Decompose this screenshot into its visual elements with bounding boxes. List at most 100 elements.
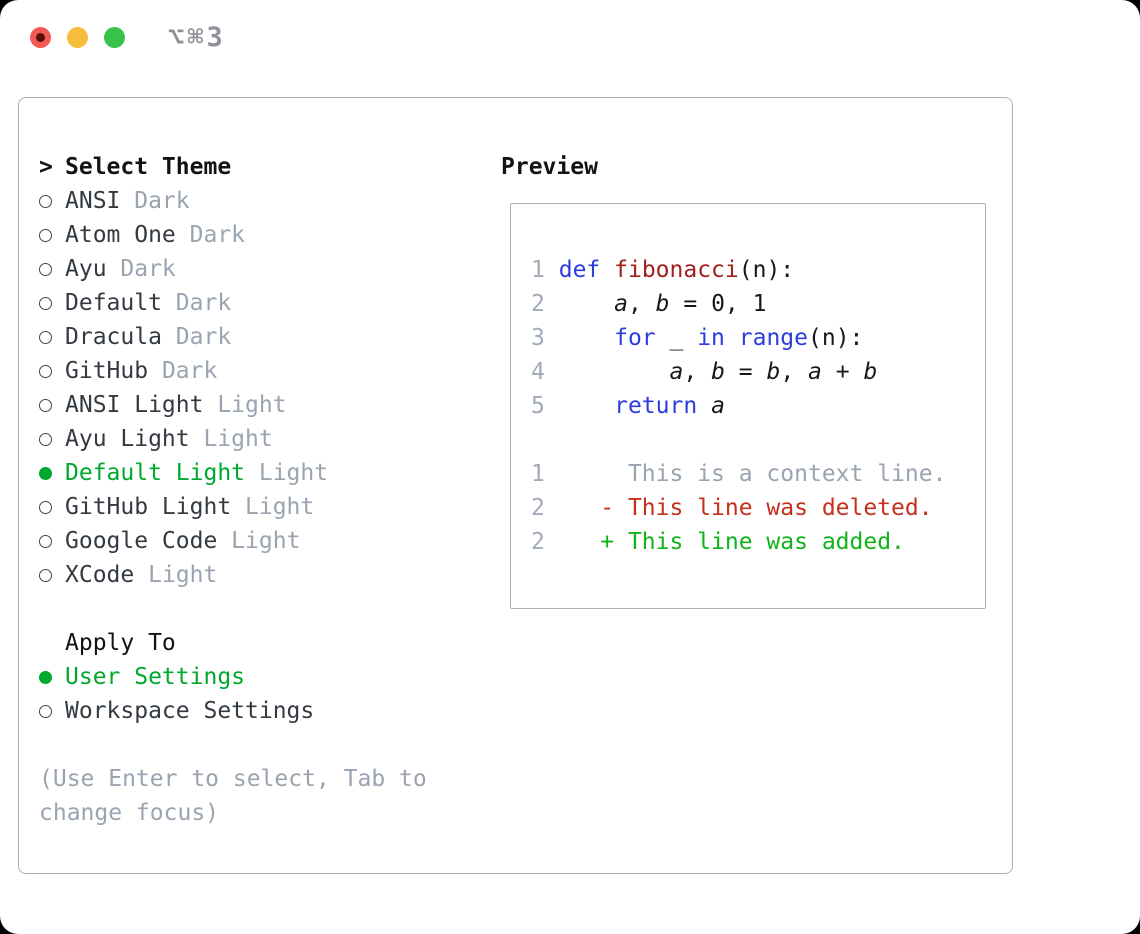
code-token: b bbox=[766, 359, 781, 385]
theme-variant: Light bbox=[245, 460, 329, 486]
diff-line: 2 - This line was deleted. bbox=[531, 491, 946, 525]
radio-icon bbox=[39, 296, 52, 310]
radio-icon bbox=[39, 432, 52, 446]
code-token: a bbox=[614, 291, 628, 317]
theme-name: Default bbox=[65, 290, 162, 316]
theme-variant: Dark bbox=[106, 256, 176, 282]
code-token bbox=[559, 393, 614, 419]
theme-variant: Light bbox=[189, 426, 273, 452]
theme-option[interactable]: GitHub Light Light bbox=[39, 490, 479, 524]
apply-option-label: Workspace Settings bbox=[65, 698, 315, 724]
code-token: = 0, 1 bbox=[669, 291, 767, 317]
radio-cell bbox=[39, 704, 65, 718]
theme-name: Dracula bbox=[65, 324, 162, 350]
line-number: 3 bbox=[531, 325, 545, 351]
theme-option[interactable]: Google Code Light bbox=[39, 524, 479, 558]
theme-option[interactable]: GitHub Dark bbox=[39, 354, 479, 388]
apply-option[interactable]: Workspace Settings bbox=[39, 694, 479, 728]
theme-option[interactable]: ANSI Light Light bbox=[39, 388, 479, 422]
code-token bbox=[559, 291, 614, 317]
code-token: a bbox=[669, 359, 684, 385]
code-token: return bbox=[614, 393, 698, 419]
radio-selected-icon bbox=[39, 670, 52, 684]
radio-cell bbox=[39, 262, 65, 276]
apply-option-label: User Settings bbox=[65, 664, 246, 690]
code-token: fibonacci bbox=[614, 257, 739, 283]
line-number: 2 bbox=[531, 529, 545, 555]
select-theme-title: Select Theme bbox=[65, 154, 232, 180]
diff-text: This is a context line. bbox=[558, 461, 947, 487]
spacer bbox=[39, 592, 479, 626]
theme-variant: Dark bbox=[175, 222, 246, 248]
radio-icon bbox=[39, 262, 52, 276]
theme-name: GitHub bbox=[65, 358, 149, 384]
line-number: 2 bbox=[531, 495, 545, 521]
radio-icon bbox=[39, 500, 52, 514]
radio-icon bbox=[39, 398, 52, 412]
preview-title: Preview bbox=[501, 154, 598, 180]
code-token: a bbox=[808, 359, 822, 385]
radio-cell bbox=[39, 228, 65, 242]
radio-cell bbox=[39, 364, 65, 378]
line-number: 5 bbox=[531, 393, 545, 419]
cursor-cell: > bbox=[39, 150, 65, 184]
code-token: def bbox=[558, 257, 601, 283]
diff-text: + This line was added. bbox=[558, 529, 905, 555]
theme-option[interactable]: Ayu Light Light bbox=[39, 422, 479, 456]
close-button[interactable] bbox=[30, 27, 51, 48]
apply-option[interactable]: User Settings bbox=[39, 660, 479, 694]
code-token: (n): bbox=[808, 325, 864, 351]
code-token bbox=[559, 359, 670, 385]
theme-option[interactable]: Ayu Dark bbox=[39, 252, 479, 286]
code-line: 5 return a bbox=[531, 389, 946, 423]
code-token: range bbox=[738, 325, 809, 351]
zoom-button[interactable] bbox=[104, 27, 125, 48]
code-token bbox=[697, 393, 711, 419]
radio-cell bbox=[39, 194, 65, 208]
theme-variant: Dark bbox=[161, 324, 232, 350]
theme-variant: Light bbox=[217, 528, 301, 554]
apply-to-title: Apply To bbox=[65, 630, 176, 656]
theme-variant: Light bbox=[134, 562, 218, 588]
code-token: , bbox=[683, 359, 712, 385]
line-number: 1 bbox=[531, 461, 545, 487]
theme-option[interactable]: XCode Light bbox=[39, 558, 479, 592]
code-line: 2 a, b = 0, 1 bbox=[531, 287, 946, 321]
theme-name: Google Code bbox=[65, 528, 218, 554]
code-line: 3 for _ in range(n): bbox=[531, 321, 946, 355]
theme-option[interactable]: Dracula Dark bbox=[39, 320, 479, 354]
line-number: 4 bbox=[531, 359, 545, 385]
apply-to-header: Apply To bbox=[39, 626, 479, 660]
theme-option[interactable]: ANSI Dark bbox=[39, 184, 479, 218]
code-token: b bbox=[655, 291, 670, 317]
code-token: = bbox=[724, 359, 767, 385]
theme-name: Ayu bbox=[65, 256, 107, 282]
radio-cell bbox=[39, 568, 65, 582]
theme-option[interactable]: Default Light Light bbox=[39, 456, 479, 490]
code-token: , bbox=[780, 359, 809, 385]
code-token: _ bbox=[655, 325, 698, 351]
theme-name: Atom One bbox=[65, 222, 176, 248]
line-number: 2 bbox=[531, 291, 545, 317]
theme-option[interactable]: Atom One Dark bbox=[39, 218, 479, 252]
radio-cell bbox=[39, 296, 65, 310]
minimize-button[interactable] bbox=[67, 27, 88, 48]
select-theme-header: >Select Theme bbox=[39, 150, 479, 184]
code-token: for bbox=[614, 325, 656, 351]
theme-name: XCode bbox=[65, 562, 135, 588]
theme-name: Default Light bbox=[65, 460, 246, 486]
spacer bbox=[39, 728, 479, 762]
theme-option[interactable]: Default Dark bbox=[39, 286, 479, 320]
radio-cell bbox=[39, 534, 65, 548]
code-token: + bbox=[821, 359, 864, 385]
theme-name: Ayu Light bbox=[65, 426, 190, 452]
theme-name: ANSI bbox=[65, 188, 121, 214]
theme-variant: Light bbox=[231, 494, 315, 520]
code-token: b bbox=[863, 359, 878, 385]
